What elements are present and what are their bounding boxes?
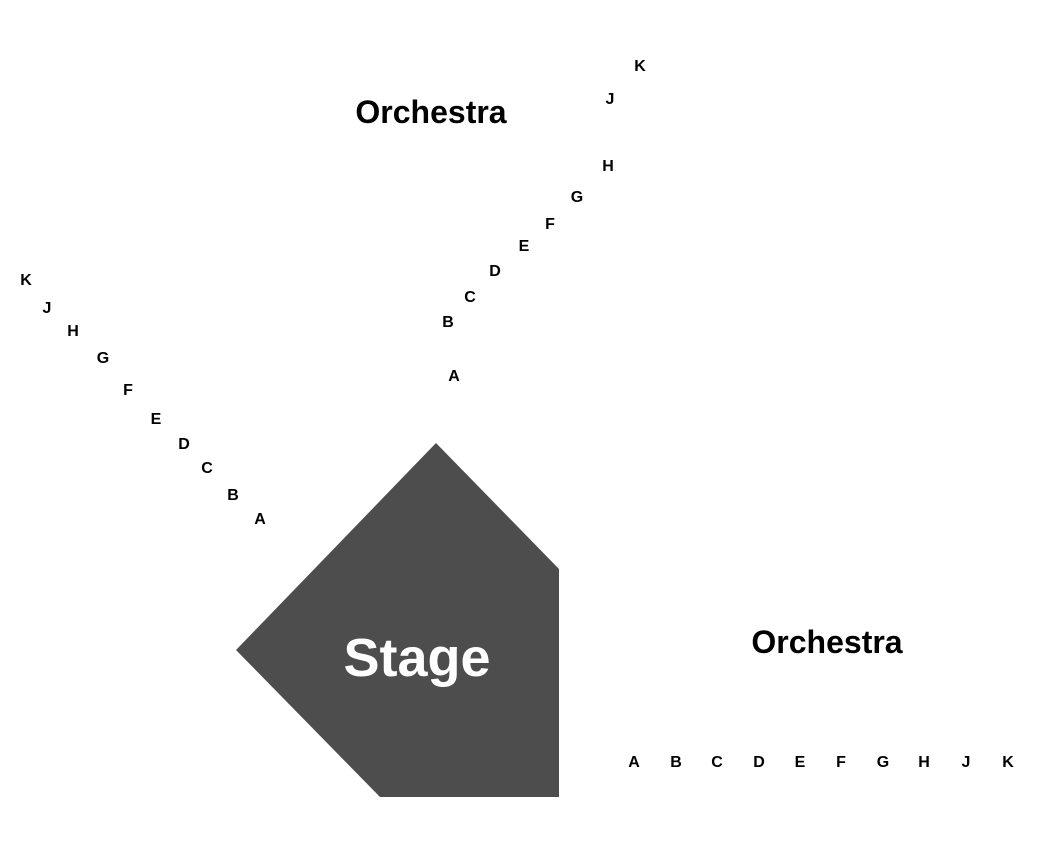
orchestra-right-row-j[interactable]: J [961, 754, 971, 771]
orchestra-left-row-j[interactable]: J [42, 300, 52, 317]
orchestra-left-row-g[interactable]: G [96, 350, 110, 367]
orchestra-left-row-c[interactable]: C [201, 460, 213, 477]
orchestra-top-row-e[interactable]: E [518, 238, 530, 255]
orchestra-right-row-e[interactable]: E [794, 754, 806, 771]
orchestra-left-row-a[interactable]: A [254, 511, 266, 528]
orchestra-right-row-k[interactable]: K [1002, 754, 1014, 771]
section-label-orchestra-top: Orchestra [355, 94, 507, 130]
section-label-orchestra-right: Orchestra [751, 624, 903, 660]
orchestra-right-row-f[interactable]: F [836, 754, 846, 771]
orchestra-right-row-d[interactable]: D [753, 754, 765, 771]
orchestra-top-row-a[interactable]: A [448, 368, 460, 385]
orchestra-left-row-d[interactable]: D [178, 436, 190, 453]
orchestra-left-row-b[interactable]: B [227, 487, 239, 504]
orchestra-left-row-f[interactable]: F [123, 382, 133, 399]
orchestra-top-row-g[interactable]: G [570, 189, 584, 206]
stage-shape[interactable] [236, 443, 559, 797]
orchestra-top-row-c[interactable]: C [464, 289, 476, 306]
orchestra-right-row-a[interactable]: A [628, 754, 640, 771]
orchestra-top-row-d[interactable]: D [489, 263, 501, 280]
orchestra-right-row-g[interactable]: G [876, 754, 890, 771]
stage-label: Stage [343, 628, 491, 688]
orchestra-right-row-b[interactable]: B [670, 754, 682, 771]
orchestra-right-row-h[interactable]: H [918, 754, 930, 771]
orchestra-top-row-b[interactable]: B [442, 314, 454, 331]
orchestra-left-row-h[interactable]: H [67, 323, 79, 340]
orchestra-right-row-c[interactable]: C [711, 754, 723, 771]
orchestra-top-row-j[interactable]: J [605, 91, 615, 108]
orchestra-top-row-f[interactable]: F [545, 216, 555, 233]
orchestra-top-row-k[interactable]: K [634, 58, 646, 75]
orchestra-left-row-e[interactable]: E [150, 411, 162, 428]
orchestra-left-row-k[interactable]: K [20, 272, 32, 289]
orchestra-top-row-h[interactable]: H [602, 158, 614, 175]
